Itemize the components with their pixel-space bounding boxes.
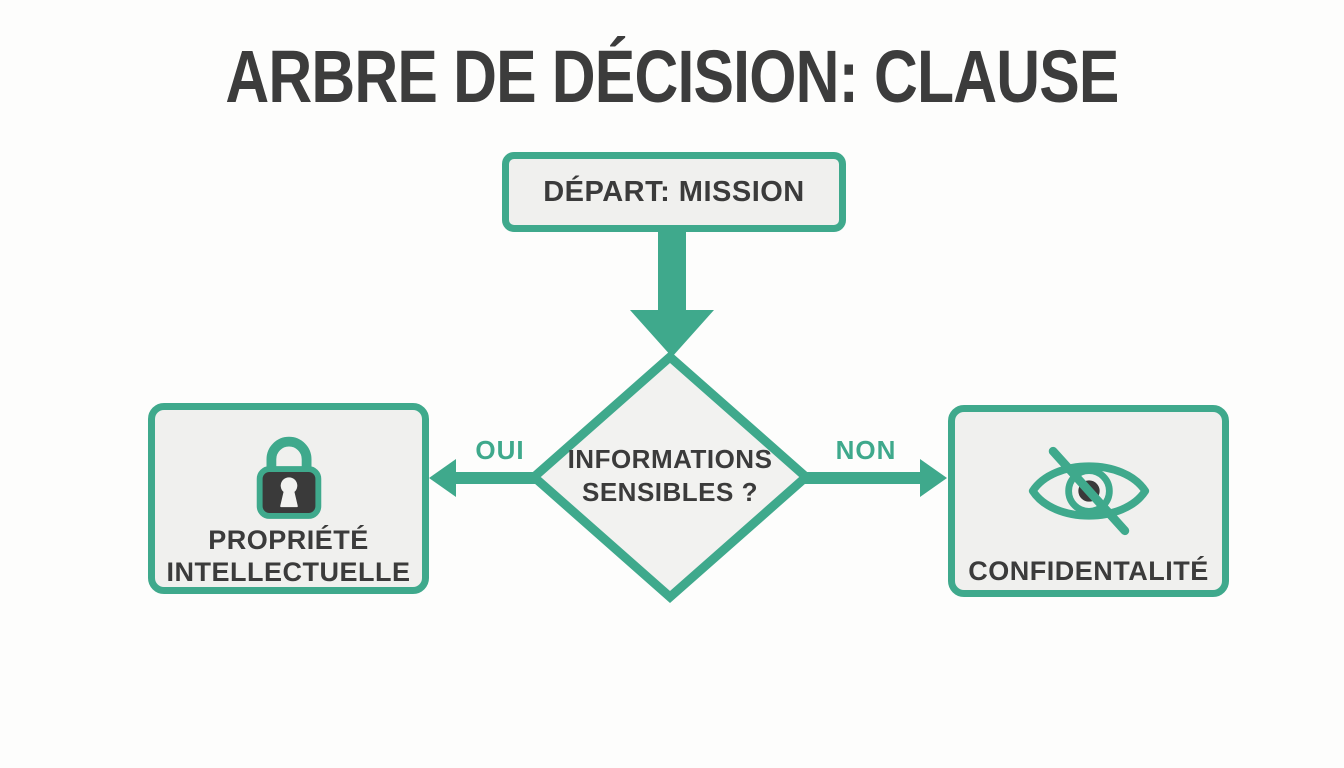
down-arrow xyxy=(630,228,714,357)
start-node-label: DÉPART: MISSION xyxy=(543,175,805,208)
decision-label-line2: SENSIBLES ? xyxy=(582,476,758,507)
start-node: DÉPART: MISSION xyxy=(502,152,846,232)
yes-arrow xyxy=(429,459,540,497)
outcome-right-label: CONFIDENTALITÉ xyxy=(968,556,1209,586)
outcome-left-label: PROPRIÉTÉ INTELLECTUELLE xyxy=(166,525,411,587)
decision-node-label: INFORMATIONS SENSIBLES ? xyxy=(550,443,790,508)
decision-label-line1: INFORMATIONS xyxy=(567,444,773,474)
no-branch-label: NON xyxy=(835,435,897,465)
no-arrow xyxy=(802,459,947,497)
eye-slash-icon xyxy=(1025,442,1153,540)
yes-branch-label: OUI xyxy=(475,435,525,465)
lock-icon xyxy=(245,423,333,519)
outcome-node-propriete-intellectuelle: PROPRIÉTÉ INTELLECTUELLE xyxy=(148,403,429,594)
decision-diamond-shape xyxy=(527,350,813,604)
page-title: ARBRE DE DÉCISION: CLAUSE xyxy=(225,35,1119,118)
outcome-node-confidentalite: CONFIDENTALITÉ xyxy=(948,405,1229,597)
